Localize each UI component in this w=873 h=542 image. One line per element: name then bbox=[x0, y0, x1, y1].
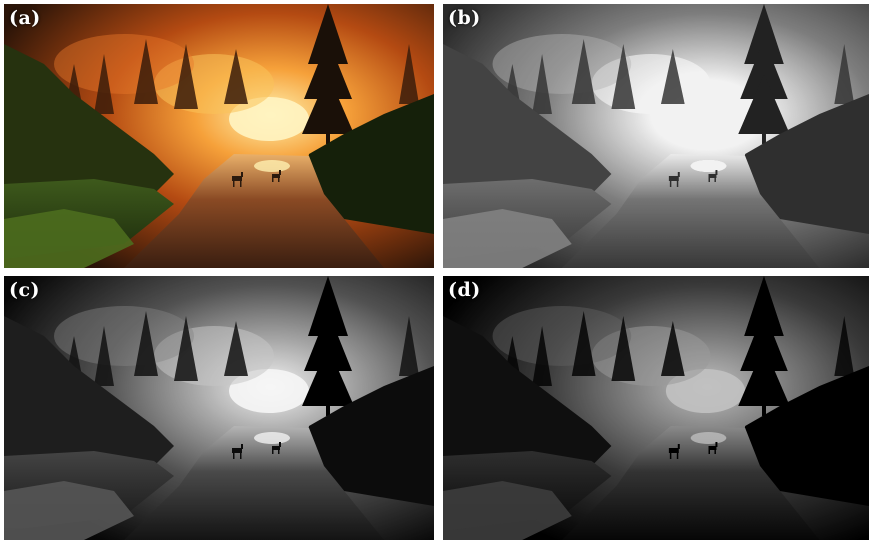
elk-silhouettes bbox=[232, 170, 281, 187]
panel-label: (a) bbox=[9, 7, 41, 29]
panel-label: (c) bbox=[9, 279, 41, 301]
image-panel-a: (a) bbox=[4, 4, 434, 268]
panel-label: (b) bbox=[448, 7, 481, 29]
image-panel-b: (b) bbox=[443, 4, 869, 268]
elk-silhouettes bbox=[668, 442, 718, 459]
image-panel-d: (d) bbox=[443, 276, 869, 540]
forest-fire-scene bbox=[4, 276, 434, 540]
forest-fire-scene bbox=[443, 276, 869, 540]
forest-fire-scene bbox=[4, 4, 434, 268]
panel-label: (d) bbox=[448, 279, 481, 301]
forest-fire-scene bbox=[443, 4, 869, 268]
elk-silhouettes bbox=[668, 170, 718, 187]
elk-silhouettes bbox=[232, 442, 281, 459]
image-panel-c: (c) bbox=[4, 276, 434, 540]
